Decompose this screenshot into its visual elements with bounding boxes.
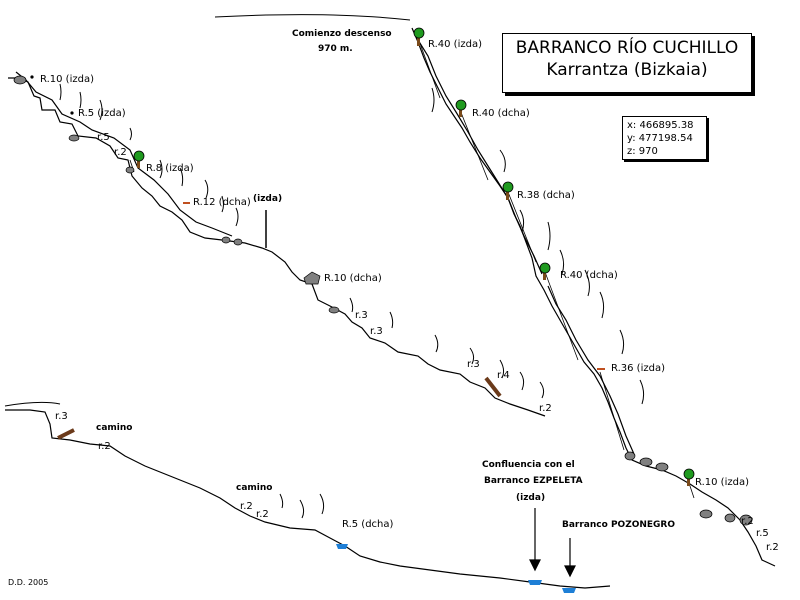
anchor-mark [597,368,605,370]
profile-upper-left [8,77,546,417]
cliff-strokes-bottom [279,493,325,519]
pool [336,544,348,549]
label-r12-dcha: R.12 (dcha) [193,197,251,208]
label-right-r5: r.5 [756,528,769,539]
label-r8-izda: R.8 (izda) [146,163,194,174]
start-line1: Comienzo descenso [292,29,392,39]
label-bottom-r2c: r.2 [256,509,269,520]
coord-y: y: 477198.54 [627,133,693,144]
pool [562,588,576,593]
boulder [233,238,243,246]
label-r10-dcha: R.10 (dcha) [324,273,382,284]
tree-icon [683,468,695,486]
label-r2: r.2 [114,147,127,158]
tree-icon [502,181,514,200]
label-camino1: camino [96,423,132,433]
title-line1: BARRANCO RÍO CUCHILLO [515,38,739,58]
ramp-mark [484,376,502,398]
label-bottom-r2b: r.2 [240,501,253,512]
tree-icon [133,150,145,168]
profile-right-wall [417,39,635,455]
title-line2: Karrantza (Bizkaia) [546,60,708,80]
profile-upper-left-wall [15,71,233,237]
arrow-head [529,559,541,572]
label-r40-dcha: R.40 (dcha) [472,108,530,119]
start-line2: 970 m. [318,44,353,54]
boulder [699,509,713,519]
boulder [639,457,653,467]
label-r40-izda: R.40 (izda) [428,39,482,50]
label-camino2: camino [236,483,272,493]
cliff-strokes-right [431,87,645,405]
boulder [739,514,753,526]
label-r38-dcha: R.38 (dcha) [517,190,575,201]
top-ridge-line [214,14,411,21]
boulder [13,75,27,85]
label-r10-izda-right: R.10 (izda) [695,477,749,488]
label-bottom-r3: r.3 [55,411,68,422]
label-r3c: r.3 [467,359,480,370]
rappel-ropes [129,37,695,499]
boulder [724,513,736,523]
boulder [655,462,669,472]
tree-icon [455,99,467,117]
arrow-head [564,565,576,578]
coord-z: z: 970 [627,146,658,157]
label-right-r2b: r.2 [766,542,779,553]
label-r4: r.4 [497,370,510,381]
label-r5-izda: R.5 (izda) [78,108,126,119]
pool [528,580,542,585]
label-r5-dcha: R.5 (dcha) [342,519,394,530]
boulders [13,75,753,526]
profile-bottom [5,409,611,589]
canyon-profiles [4,14,776,589]
cliff-strokes-mid-left [349,297,545,399]
tree-icon [413,27,425,46]
boulder [125,166,135,174]
credit: D.D. 2005 [8,578,49,587]
label-r10-izda: R.10 (izda) [40,74,94,85]
trees [133,27,695,486]
anchors [57,202,605,440]
boulder [303,271,321,285]
confluence-line1: Confluencia con el [482,460,575,470]
arrows [529,508,576,578]
boulder [328,306,340,314]
boulder [624,451,636,461]
boulder [221,236,231,244]
cliff-strokes-upper-left [59,83,239,227]
label-r36-izda: R.36 (izda) [611,363,665,374]
label-bottom-r2a: r.2 [98,441,111,452]
pools [336,544,576,593]
confluence-line3: (izda) [516,493,545,503]
dots [30,75,74,115]
title-box: BARRANCO RÍO CUCHILLO Karrantza (Bizkaia… [502,33,752,93]
boulder [68,134,80,142]
label-right-r2a: r.2 [741,516,754,527]
coord-x: x: 466895.38 [627,120,694,131]
label-izda-wall: (izda) [253,194,282,204]
pozonegro-label: Barranco POZONEGRO [562,520,675,530]
bottom-ridge [4,401,61,407]
confluence-line2: Barranco EZPELETA [484,476,583,486]
label-r2b: r.2 [539,403,552,414]
ramp-mark [57,428,75,440]
label-r40-dcha2: R.40 (dcha) [560,270,618,281]
label-r5: r.5 [97,132,110,143]
coordinates-box: x: 466895.38 y: 477198.54 z: 970 [622,116,707,160]
anchor-mark [183,202,190,204]
label-r3b: r.3 [370,326,383,337]
label-r3a: r.3 [355,310,368,321]
tree-icon [539,262,551,280]
